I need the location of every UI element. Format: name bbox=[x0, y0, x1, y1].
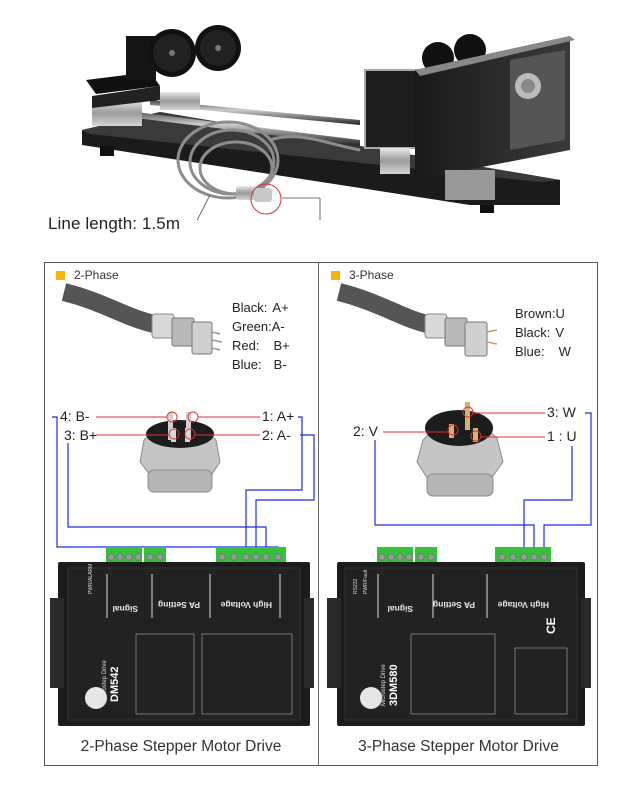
port-label: RS232 bbox=[353, 578, 359, 594]
pin-label-1: 1: A+ bbox=[262, 408, 295, 424]
three-pin-socket bbox=[416, 402, 504, 497]
color-map-row: Blue:B- bbox=[232, 357, 287, 372]
driver-subtitle: Microstep Drive bbox=[381, 664, 387, 706]
pin-label-2: 2: A- bbox=[262, 427, 291, 443]
fault-label: PWR/Fault bbox=[363, 569, 369, 594]
three-pin-cable-connector bbox=[336, 283, 498, 357]
group-pa-setting: PA Setting bbox=[158, 600, 200, 610]
driver-terminal-labels: PWR/ALARM bbox=[88, 564, 94, 594]
driver-model: DM542 bbox=[109, 667, 121, 702]
color-map-row: Black:V bbox=[515, 325, 565, 340]
group-high-voltage: High Voltage bbox=[497, 600, 549, 610]
ce-mark: CE bbox=[544, 617, 558, 634]
color-map-row: Blue:W bbox=[515, 344, 571, 359]
group-high-voltage: High Voltage bbox=[220, 600, 272, 610]
three-phase-caption: 3-Phase Stepper Motor Drive bbox=[358, 738, 559, 755]
rotary-attachment-photo bbox=[82, 25, 575, 220]
spec-tables bbox=[410, 633, 568, 715]
3dm580-driver: RS232 PWR/Fault Signal PA Setting High V… bbox=[327, 547, 591, 726]
driver-model: 3DM580 bbox=[388, 664, 400, 706]
group-pa-setting: PA Setting bbox=[433, 600, 475, 610]
motor-housing bbox=[364, 34, 575, 200]
plug-highlight-circle bbox=[250, 183, 282, 215]
four-pin-cable-connector bbox=[61, 283, 223, 355]
two-phase-caption: 2-Phase Stepper Motor Drive bbox=[80, 738, 282, 755]
left-roller-carriage bbox=[86, 25, 241, 126]
pin-callouts bbox=[96, 411, 260, 440]
color-map-row: Red:B+ bbox=[232, 338, 290, 353]
four-pin-socket bbox=[139, 412, 221, 493]
color-map-row: Green:A- bbox=[232, 319, 285, 334]
panel-divider bbox=[318, 262, 319, 766]
two-phase-title: 2-Phase bbox=[56, 268, 119, 282]
group-signal: Signal bbox=[387, 604, 413, 614]
two-phase-color-map: Black:A+ Green:A- Red:B+ Blue:B- bbox=[232, 298, 290, 374]
alarm-label: PWR/ALARM bbox=[88, 564, 94, 594]
three-phase-title-text: 3-Phase bbox=[349, 268, 394, 282]
three-phase-color-map: Brown:U Black:V Blue:W bbox=[515, 304, 571, 361]
two-phase-diagram: PWR/ALARM Signal PA Setting High Voltage… bbox=[50, 283, 315, 726]
pin-label-3: 3: B+ bbox=[64, 427, 98, 443]
line-length-label: Line length: 1.5m bbox=[48, 214, 181, 233]
group-signal: Signal bbox=[112, 604, 138, 614]
spec-tables bbox=[135, 633, 293, 715]
wiring-lines bbox=[374, 412, 592, 550]
pin-label-2: 2: V bbox=[353, 423, 378, 439]
three-phase-diagram: RS232 PWR/Fault Signal PA Setting High V… bbox=[327, 283, 592, 726]
two-phase-panel: 2-Phase bbox=[44, 262, 318, 766]
three-phase-panel: 3-Phase bbox=[319, 262, 598, 766]
pin-label-1: 1 : U bbox=[547, 428, 577, 444]
two-phase-title-text: 2-Phase bbox=[74, 268, 119, 282]
aviation-plug bbox=[236, 183, 282, 215]
accent-square-icon bbox=[331, 270, 340, 280]
color-map-row: Brown:U bbox=[515, 306, 565, 321]
callout-lines bbox=[196, 194, 321, 220]
pin-callouts bbox=[383, 406, 545, 442]
pin-label-4: 4: B- bbox=[60, 408, 90, 424]
pin-label-3: 3: W bbox=[547, 404, 576, 420]
three-phase-title: 3-Phase bbox=[331, 268, 394, 282]
wiring-panels-frame bbox=[44, 262, 598, 766]
accent-square-icon bbox=[56, 270, 65, 280]
driver-subtitle: Microstep Drive bbox=[102, 660, 108, 702]
dm542-driver: PWR/ALARM Signal PA Setting High Voltage… bbox=[50, 547, 314, 726]
color-map-row: Black:A+ bbox=[232, 300, 289, 315]
